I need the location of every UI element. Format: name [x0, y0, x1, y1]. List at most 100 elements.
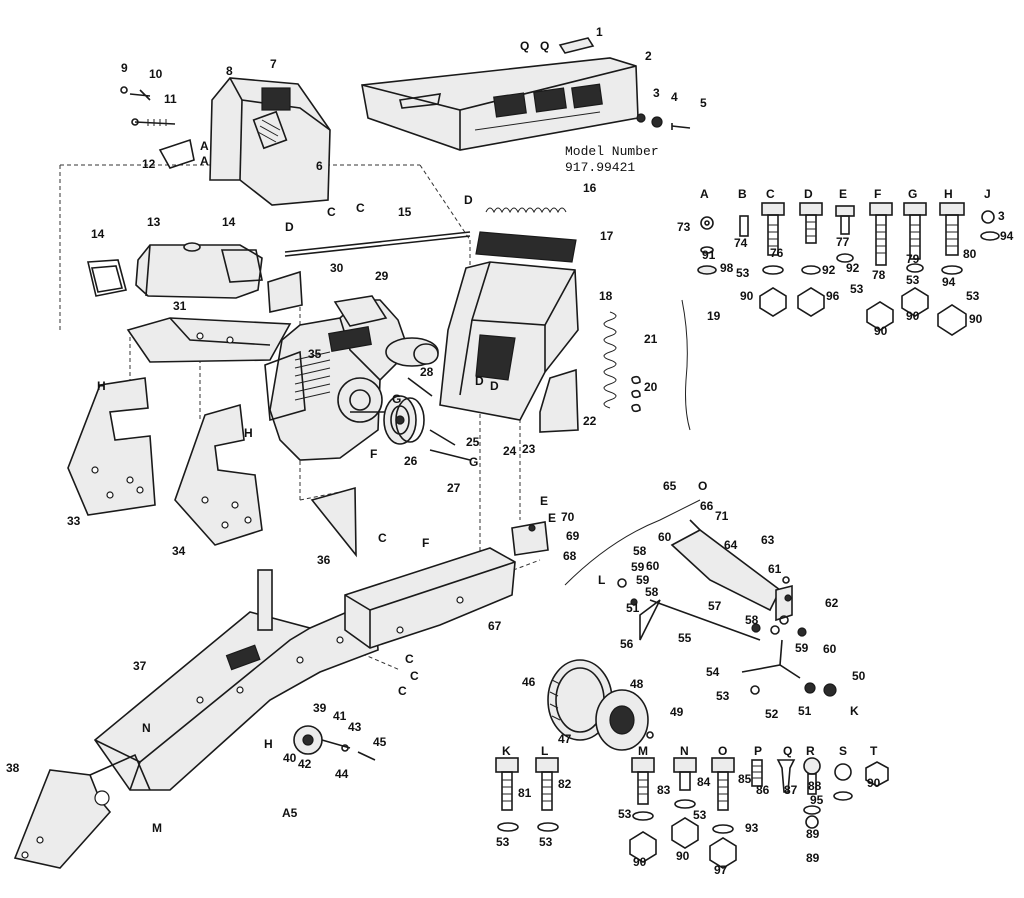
- part-callout-71: 65: [663, 479, 677, 493]
- hardware-header-top-4: E: [839, 187, 847, 201]
- part-31-mounting-plate: [126, 317, 292, 363]
- part-callout-14: 14: [222, 215, 236, 229]
- part-callout-17: 17: [600, 229, 614, 243]
- hardware-callout-12: 53: [850, 282, 864, 296]
- page-code: A5: [282, 806, 298, 820]
- part-callout-72: 66: [700, 499, 714, 513]
- part-callout-3: 4: [671, 90, 678, 104]
- reference-letter-21: C: [398, 684, 407, 698]
- hardware-callout-1: 91: [702, 248, 716, 262]
- parts-64-66-axle-assembly: [564, 499, 793, 641]
- part-callout-15: 15: [398, 205, 412, 219]
- hardware-callout-22: 94: [1000, 229, 1014, 243]
- part-15-rod: [284, 231, 471, 257]
- parts-39-45-idler-hardware: [293, 725, 376, 761]
- reference-letter-25: K: [850, 704, 859, 718]
- diagram-labels: Model Number 917.99421 A5: [282, 144, 659, 820]
- part-callout-41: 42: [298, 757, 312, 771]
- part-callout-40: 41: [333, 709, 347, 723]
- reference-letter-23: N: [142, 721, 151, 735]
- hardware-callout-33: 85: [738, 772, 752, 786]
- hardware-callout-28: 53: [618, 807, 632, 821]
- part-callout-25: 25: [466, 435, 480, 449]
- hardware-callout-3: 74: [734, 236, 748, 250]
- part-callout-30: 30: [330, 261, 344, 275]
- hardware-callout-0: 73: [677, 220, 691, 234]
- hardware-callout-25: 82: [558, 777, 572, 791]
- part-callout-26: 26: [404, 454, 418, 468]
- part-18-belt-guard: [439, 261, 579, 421]
- model-number-value: 917.99421: [565, 160, 635, 175]
- hardware-header-bottom-4: O: [718, 744, 727, 758]
- part-callout-10: 11: [164, 92, 177, 106]
- reference-letter-22: H: [264, 737, 273, 751]
- part-callout-8: 9: [121, 61, 128, 75]
- part-callout-53: 53: [716, 689, 730, 703]
- hardware-header-bottom-9: T: [870, 744, 878, 758]
- reference-letter-3: C: [356, 201, 365, 215]
- hardware-callout-11: 78: [872, 268, 886, 282]
- part-callout-67: 61: [768, 562, 782, 576]
- part-callout-37: 38: [6, 761, 20, 775]
- hardware-callout-13: 90: [874, 324, 888, 338]
- model-number-label: Model Number: [565, 144, 659, 159]
- hardware-callout-42: 90: [867, 776, 881, 790]
- part-16-spring: [485, 207, 567, 214]
- part-callout-51: 51: [626, 601, 640, 615]
- reference-letter-26: L: [598, 573, 605, 587]
- hardware-callout-14: 79: [906, 252, 920, 266]
- part-19-control-wire: [681, 299, 691, 431]
- hardware-callout-30: 84: [697, 775, 711, 789]
- hardware-callout-21: 3: [998, 209, 1005, 223]
- part-callout-45: 46: [522, 675, 536, 689]
- part-callout-13: 14: [91, 227, 105, 241]
- part-callout-42: 43: [348, 720, 362, 734]
- part-22-plate: [539, 368, 579, 433]
- part-callout-59: 58: [745, 613, 759, 627]
- hardware-callout-5: 90: [740, 289, 754, 303]
- part-34-side-plate: [174, 403, 263, 546]
- parts-46-48-wheel: [547, 659, 654, 751]
- hardware-callout-32: 90: [676, 849, 690, 863]
- reference-letter-16: F: [422, 536, 429, 550]
- hardware-header-bottom-3: N: [680, 744, 689, 758]
- part-13-fuel-tank: [135, 242, 263, 299]
- part-callout-55: 55: [678, 631, 692, 645]
- part-callout-7: 8: [226, 64, 233, 78]
- part-callout-23: 23: [522, 442, 536, 456]
- reference-letter-11: G: [469, 455, 478, 469]
- reference-letter-8: H: [97, 379, 106, 393]
- part-20-21-springs: [603, 311, 641, 413]
- part-callout-63: 59: [795, 641, 809, 655]
- part-callout-36: 37: [133, 659, 147, 673]
- part-callout-29: 29: [375, 269, 389, 283]
- part-callout-21: 21: [644, 332, 658, 346]
- hardware-callout-35: 97: [714, 863, 728, 877]
- part-30-bracket: [267, 270, 303, 313]
- hardware-header-top-5: F: [874, 187, 881, 201]
- part-callout-22: 22: [583, 414, 597, 428]
- hardware-callout-18: 94: [942, 275, 956, 289]
- part-callout-66: 60: [646, 559, 660, 573]
- reference-letter-24: M: [152, 821, 162, 835]
- hardware-bottom-row: [495, 757, 889, 869]
- reference-letter-2: C: [327, 205, 336, 219]
- reference-letter-9: H: [244, 426, 253, 440]
- part-callout-31: 31: [173, 299, 187, 313]
- part-callout-77: 71: [715, 509, 729, 523]
- hardware-callout-31: 53: [693, 808, 707, 822]
- part-67-rear-frame: [344, 547, 516, 649]
- part-callout-12: 13: [147, 215, 161, 229]
- part-6-7-8-console-shroud: [209, 77, 331, 206]
- part-callout-4: 5: [700, 96, 707, 110]
- hardware-callout-37: 87: [784, 783, 798, 797]
- part-36-gusset: [310, 486, 357, 558]
- hardware-callout-7: 92: [822, 263, 836, 277]
- hardware-callout-38: 88: [808, 779, 822, 793]
- part-callout-76: 70: [561, 510, 575, 524]
- parts-25-27-28-bolts: [407, 377, 471, 461]
